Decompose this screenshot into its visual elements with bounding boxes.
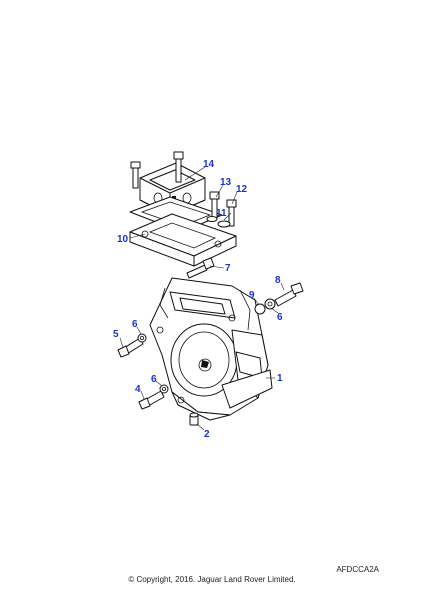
callout-6-left: 6 (132, 319, 138, 330)
main-engine-bracket (149, 277, 273, 421)
bolt-5 (117, 337, 144, 358)
stud-2 (189, 412, 199, 426)
callout-2: 2 (204, 429, 210, 440)
callout-7: 7 (225, 263, 231, 274)
callout-14: 14 (203, 159, 215, 170)
callout-12: 12 (236, 184, 248, 195)
washer-11 (206, 216, 231, 228)
callout-10: 10 (117, 234, 129, 245)
callout-8: 8 (275, 275, 281, 286)
washer-9 (254, 303, 266, 315)
washer-6-right (264, 298, 276, 310)
bolt-upper-left (130, 161, 141, 189)
bolt-4 (138, 390, 165, 410)
callout-11: 11 (216, 208, 227, 219)
washer-6-bottom (159, 384, 169, 394)
spacer-block (129, 213, 237, 267)
callout-6-right: 6 (277, 312, 283, 323)
leader-lines (119, 166, 285, 431)
callouts: 14 13 12 11 10 7 8 9 6 6 6 5 1 4 2 (113, 159, 283, 440)
bolt-upper-right (173, 151, 184, 183)
callout-5: 5 (113, 329, 119, 340)
callout-6-bottom: 6 (151, 374, 157, 385)
washer-6-left (137, 333, 147, 343)
callout-1: 1 (277, 373, 283, 384)
callout-9: 9 (249, 290, 255, 301)
callout-4: 4 (135, 384, 141, 395)
diagram-reference-code: AFDCCA2A (336, 565, 379, 574)
bolt-13 (209, 191, 220, 219)
bolt-12 (226, 199, 237, 227)
copyright-notice: © Copyright, 2016. Jaguar Land Rover Lim… (128, 575, 296, 584)
callout-13: 13 (220, 177, 232, 188)
bolt-8 (274, 282, 304, 307)
